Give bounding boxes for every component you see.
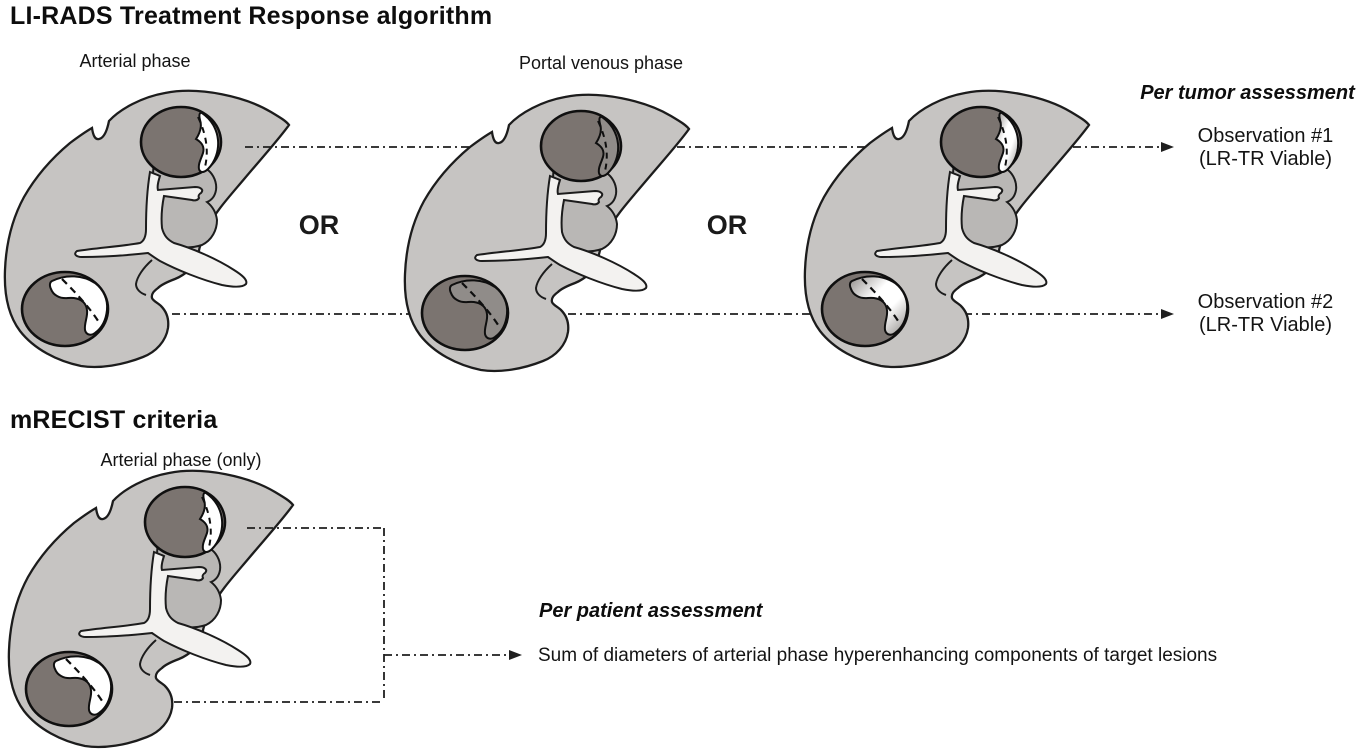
- or-label-2: OR: [706, 210, 748, 240]
- per-tumor-assessment-heading: Per tumor assessment: [1140, 82, 1355, 104]
- phase-label-portal-venous: Portal venous phase: [518, 53, 684, 73]
- observation1-arrowhead-icon: [1161, 142, 1174, 152]
- or-label-1: OR: [298, 210, 340, 240]
- observation2-arrowhead-icon: [1161, 309, 1174, 319]
- liver-illustration-portal-venous: [402, 92, 698, 376]
- phase-label-arterial: Arterial phase: [79, 51, 191, 71]
- observation-2-category: (LR-TR Viable): [1199, 314, 1332, 336]
- liver-illustration-either-phase: [802, 88, 1098, 372]
- observation-1-category: (LR-TR Viable): [1199, 148, 1332, 170]
- observation-2: Observation #2 (LR-TR Viable): [1183, 291, 1348, 337]
- observation-2-name: Observation #2: [1197, 291, 1334, 313]
- phase-label-arterial-only: Arterial phase (only): [100, 450, 262, 470]
- observation-1: Observation #1 (LR-TR Viable): [1183, 125, 1348, 171]
- mrecist-title: mRECIST criteria: [10, 406, 218, 434]
- observation-1-name: Observation #1: [1197, 125, 1334, 147]
- sum-of-diameters-text: Sum of diameters of arterial phase hyper…: [538, 645, 1218, 666]
- sum-arrowhead-icon: [509, 650, 522, 660]
- per-patient-assessment-heading: Per patient assessment: [539, 600, 763, 622]
- lirads-title: LI-RADS Treatment Response algorithm: [10, 2, 493, 30]
